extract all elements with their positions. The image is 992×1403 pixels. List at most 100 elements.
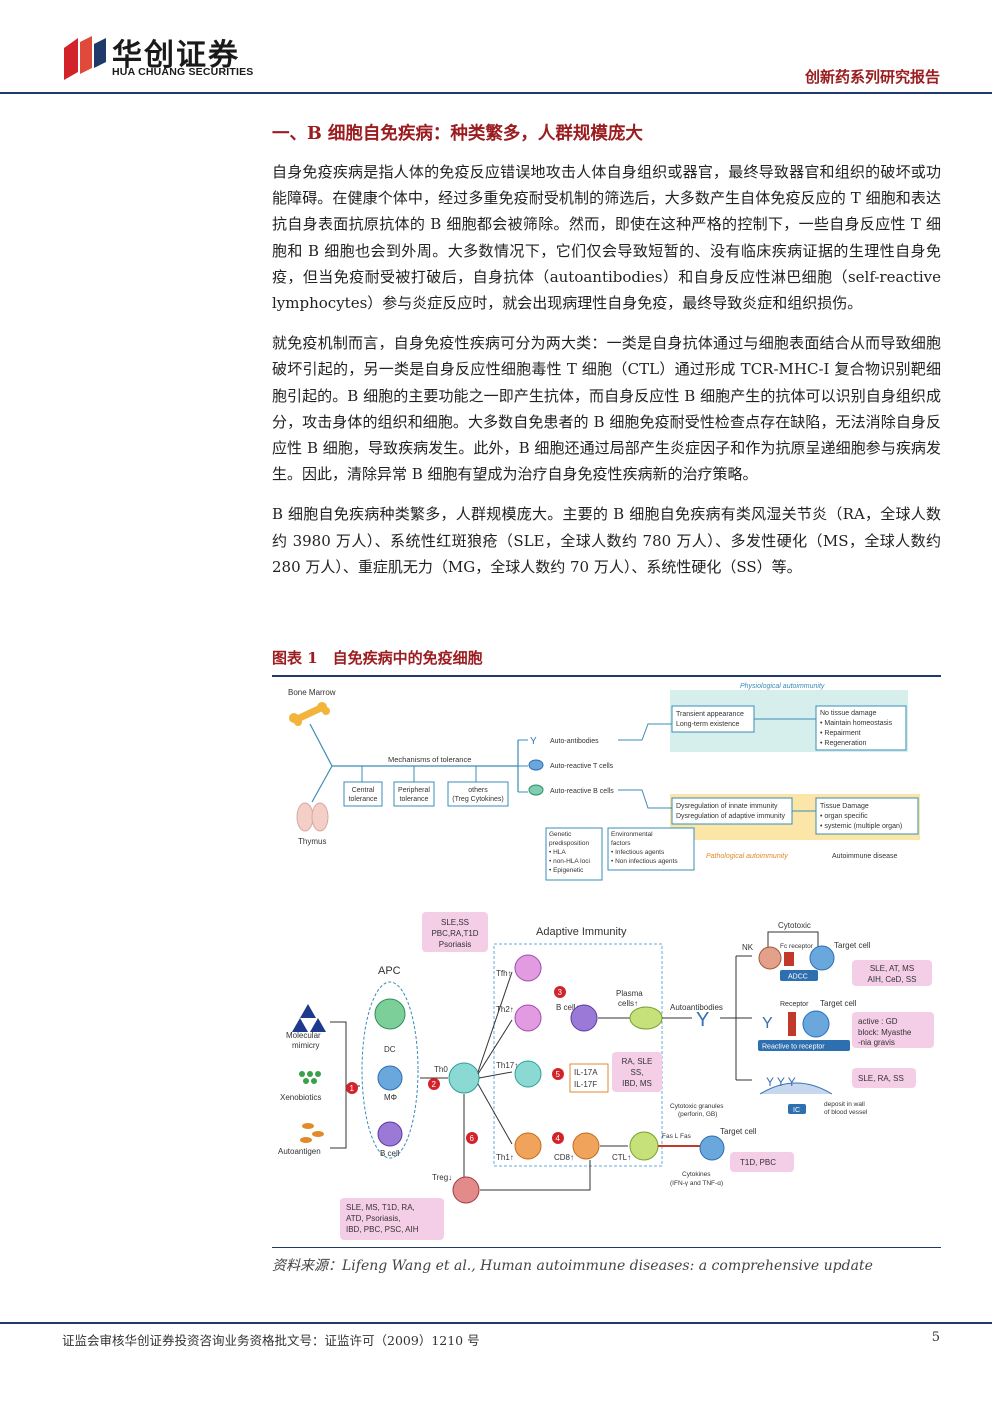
- ctl-disease-box: [730, 1152, 794, 1172]
- target-cell-label-1: Target cell: [834, 941, 871, 950]
- th2-cell: [514, 1004, 542, 1032]
- antibody-icon: Y: [530, 736, 537, 747]
- th17-disease-1: RA, SLE: [622, 1057, 653, 1066]
- ctl-target-cell: [699, 1135, 725, 1161]
- mphi-label: MΦ: [384, 1093, 397, 1102]
- step-6-label: 6: [470, 1134, 475, 1143]
- genetic-label-2: predisposition: [549, 840, 589, 847]
- plasma-label-2: cells↑: [618, 999, 638, 1008]
- genetic-label-3: • HLA: [549, 849, 566, 856]
- step-4-badge: [552, 1132, 564, 1144]
- deposit-label-1: deposit in wall: [824, 1101, 865, 1108]
- nk-cell: [758, 946, 782, 970]
- autoantigen-icon: [300, 1123, 324, 1143]
- th17-disease-3: IBD, MS: [622, 1079, 652, 1088]
- treg-cell: [452, 1176, 480, 1204]
- paragraph-2: 就免疫机制而言，自身免疫性疾病可分为两大类：一类是自身抗体通过与细胞表面结合从而…: [272, 334, 941, 484]
- dysregulation-label-2: Dysregulation of adaptive immunity: [676, 813, 785, 820]
- genetic-label-5: • Epigenetic: [549, 867, 584, 874]
- figure-top-rule: [272, 675, 941, 677]
- granules-label-2: (perforin, GB): [678, 1111, 717, 1118]
- active-label: active : GD: [858, 1017, 898, 1026]
- auto-b-label: Auto-reactive B cells: [550, 788, 614, 795]
- plasma-label-1: Plasma: [616, 989, 643, 998]
- no-damage-label-4: • Regeneration: [820, 740, 867, 747]
- central-label-1: Central: [352, 787, 375, 794]
- plasma-cell: [629, 1006, 663, 1030]
- step-3-label: 3: [558, 988, 563, 997]
- figure-source: 资料来源：Lifeng Wang et al., Human autoimmun…: [272, 1258, 873, 1274]
- cd8-cell: [572, 1132, 600, 1160]
- tissue-damage-box: [815, 797, 919, 835]
- treg-disease-box: [340, 1198, 444, 1240]
- blood-vessel-icon: [759, 1082, 833, 1095]
- adcc-label: ADCC: [788, 974, 808, 981]
- tissue-damage-label-3: • systemic (multiple organ): [820, 823, 902, 830]
- adcc-disease-1: SLE, AT, MS: [870, 964, 914, 973]
- dysregulation-label-1: Dysregulation of innate immunity: [676, 803, 778, 810]
- bone-icon: [289, 702, 330, 726]
- tfh-label: Tfh↑: [496, 969, 512, 978]
- paragraph-1: 自身免疫疾病是指人体的免疫反应错误地攻击人体自身组织或器官，最终导致器官和组织的…: [272, 163, 941, 313]
- autoantigen-label: Autoantigen: [278, 1147, 321, 1156]
- target-cell-label-3: Target cell: [720, 1127, 757, 1136]
- dc-cell: [374, 998, 406, 1030]
- step-6-badge: [466, 1132, 478, 1144]
- target-cell-label-2: Target cell: [820, 999, 857, 1008]
- fc-receptor-label: Fc receptor: [780, 943, 814, 950]
- central-tolerance-box: [343, 781, 383, 807]
- section-title: 一、B 细胞自免疾病：种类繁多，人群规模庞大: [272, 124, 643, 144]
- th17-disease-2: SS,: [631, 1068, 644, 1077]
- ctl-disease: T1D, PBC: [740, 1158, 776, 1167]
- paragraph-3: B 细胞自免疾病种类繁多，人群规模庞大。主要的 B 细胞自免疾病有类风湿关节炎（…: [272, 505, 941, 576]
- receptor-label: Receptor: [780, 1001, 809, 1008]
- transient-label-1: Transient appearance: [676, 711, 744, 718]
- environmental-label-1: Environmental: [611, 831, 653, 838]
- dc-label: DC: [384, 1045, 396, 1054]
- il17a-label: IL-17A: [574, 1068, 598, 1077]
- treg-disease-2: ATD, Psoriasis,: [346, 1214, 401, 1223]
- others-label-2: (Treg Cytokines): [452, 796, 503, 803]
- ic-disease-box: [852, 1068, 916, 1088]
- autoantibodies-label: Autoantibodies: [670, 1003, 723, 1012]
- tissue-damage-label-1: Tissue Damage: [820, 803, 869, 810]
- bcell-up-cell: [570, 1004, 598, 1032]
- figure-title: 图表 1 自免疾病中的免疫细胞: [272, 649, 483, 667]
- auto-t-label: Auto-reactive T cells: [550, 763, 614, 770]
- cd8-label: CD8↑: [554, 1153, 574, 1162]
- autoantibody-icon: Y: [696, 1009, 709, 1031]
- step-2-label: 2: [432, 1080, 437, 1089]
- nk-label: NK: [742, 943, 754, 952]
- block-label-2: -nia gravis: [858, 1038, 895, 1047]
- main-content: 一、B 细胞自免疾病：种类繁多，人群规模庞大 自身免疫疾病是指人体的免疫反应错误…: [272, 120, 941, 594]
- apc-region: [361, 981, 419, 1159]
- page-number: 5: [931, 1330, 940, 1345]
- others-box: [447, 781, 509, 807]
- disease-top-1: SLE,SS: [441, 918, 469, 927]
- reactive-badge: [758, 1040, 850, 1051]
- no-damage-label-1: No tissue damage: [820, 710, 877, 717]
- th0-label: Th0: [434, 1065, 448, 1074]
- th1-cell: [514, 1132, 542, 1160]
- footer-divider: [0, 1322, 992, 1324]
- ic-badge: [788, 1104, 806, 1114]
- header-divider: [0, 92, 992, 94]
- target-cell-nk: [809, 945, 835, 971]
- xenobiotics-icon: [299, 1071, 321, 1084]
- transient-label-2: Long-term existence: [676, 721, 740, 728]
- step-1-label: 1: [350, 1084, 355, 1093]
- receptor-target-cell: [802, 1010, 830, 1038]
- report-type: 创新药系列研究报告: [804, 68, 940, 86]
- genetic-box: [545, 827, 603, 881]
- th0-cell: [448, 1062, 480, 1094]
- fasl-label: Fas L: [662, 1133, 679, 1140]
- genetic-label-4: • non-HLA loci: [549, 858, 590, 865]
- peripheral-label-1: Peripheral: [398, 787, 430, 794]
- block-label-1: block: Myasthe: [858, 1028, 912, 1037]
- adcc-disease-box: [852, 960, 932, 986]
- company-name-en: HUA CHUANG SECURITIES: [112, 66, 254, 78]
- huachuang-logo-icon: [64, 36, 106, 80]
- b-cell-icon: [528, 784, 544, 796]
- bcell-apc: [377, 1121, 403, 1147]
- granules-label-1: Cytotoxic granules: [670, 1103, 724, 1110]
